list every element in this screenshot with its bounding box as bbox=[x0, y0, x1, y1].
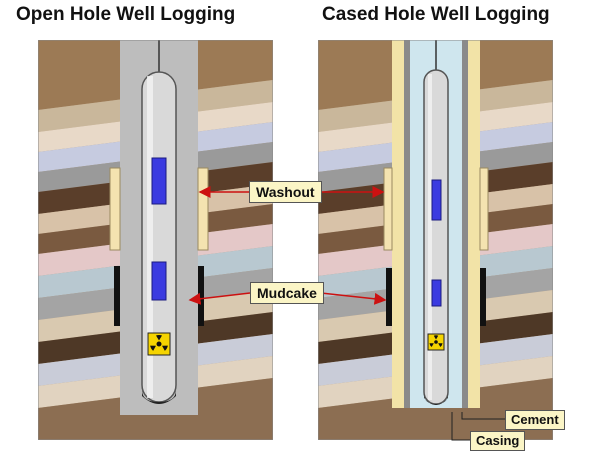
washout-cavity bbox=[109, 167, 209, 251]
cased-hole-title: Cased Hole Well Logging bbox=[322, 4, 550, 25]
cement-label: Cement bbox=[505, 410, 565, 430]
casing-wall-left bbox=[404, 40, 410, 408]
sensor-upper bbox=[431, 179, 442, 221]
mudcake-left bbox=[386, 268, 392, 326]
mudcake-left bbox=[114, 266, 120, 326]
radioactive-source-icon bbox=[147, 332, 171, 356]
radioactive-source-icon bbox=[427, 333, 445, 351]
mudcake-arrow-right bbox=[320, 292, 387, 305]
washout-label: Washout bbox=[249, 181, 322, 203]
cased-hole-diagram bbox=[318, 40, 553, 440]
open-hole-panel bbox=[38, 40, 273, 440]
sensor-lower bbox=[431, 279, 442, 307]
washout-cavity bbox=[383, 167, 489, 251]
open-hole-diagram bbox=[38, 40, 273, 440]
open-hole-title: Open Hole Well Logging bbox=[16, 4, 236, 25]
casing-wall-right bbox=[462, 40, 468, 408]
cased-hole-panel bbox=[318, 40, 553, 440]
sensor-lower bbox=[151, 261, 167, 301]
mudcake-right bbox=[480, 268, 486, 326]
casing-label: Casing bbox=[470, 431, 526, 451]
mudcake-label: Mudcake bbox=[250, 282, 324, 304]
mudcake-arrow-left bbox=[188, 292, 251, 305]
cement-leader bbox=[461, 412, 505, 420]
stratum-layer bbox=[318, 378, 553, 440]
casing-leader bbox=[451, 412, 470, 441]
sensor-upper bbox=[151, 157, 167, 205]
